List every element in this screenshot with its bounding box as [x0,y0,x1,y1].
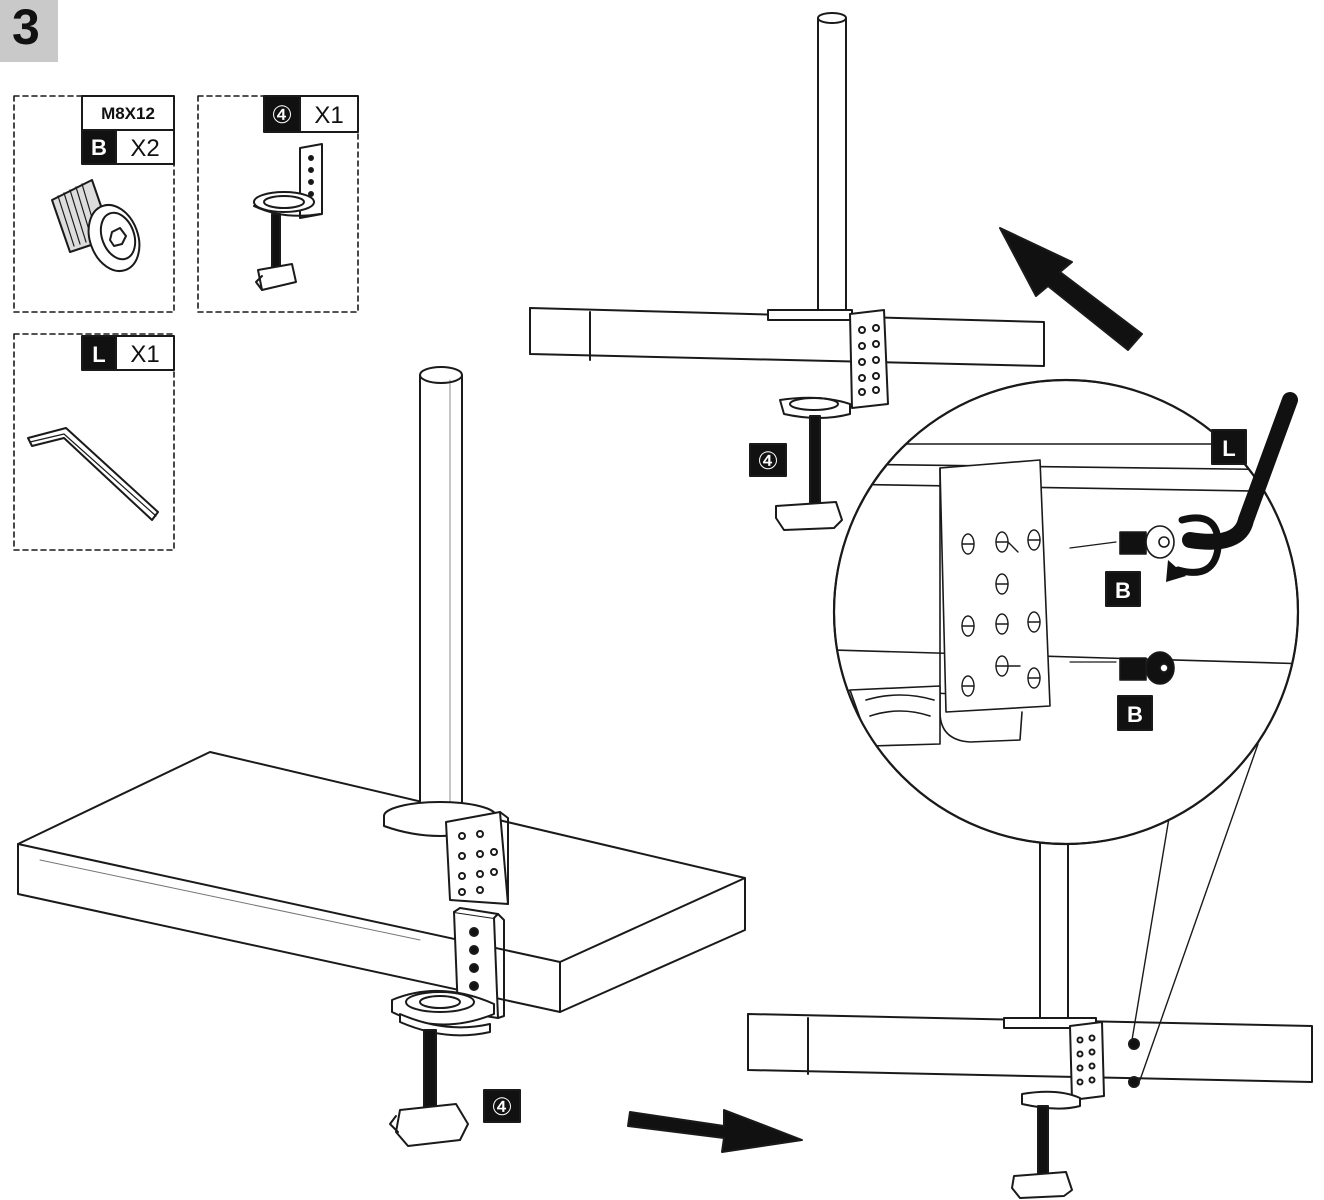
clamp-qty-label: X1 [314,102,343,129]
main-pole [419,366,463,817]
upper-screw-callout: B [1105,571,1141,607]
lower-screw-icon [1119,651,1175,685]
svg-text:B: B [1127,702,1143,727]
hex-key-qty-label: X1 [130,341,159,368]
main-desk-assembly [17,366,746,1147]
svg-text:④: ④ [491,1094,513,1121]
clamp-number-label: ④ [271,102,293,129]
svg-text:L: L [1222,436,1235,461]
clamp-callout-bottom: ④ [483,1089,521,1123]
parts-box-screw: M8X12 B X2 [13,95,175,313]
parts-box-hex-key: L X1 [13,333,175,551]
lower-screw-callout: B [1117,695,1153,731]
clamp-callout-top: ④ [749,443,787,477]
clamp-icon [253,143,323,291]
screw-icon [51,179,141,272]
screw-qty-label: X2 [130,135,159,162]
screw-letter-label: B [91,135,107,160]
hex-key-icon [27,427,159,521]
parts-box-clamp: ④ X1 [197,95,359,313]
detail-hex-key-icon [1182,392,1298,550]
bracket-holes [961,529,1041,697]
magnifier-leader-lines [1131,743,1259,1081]
svg-text:B: B [1115,578,1131,603]
lower-clamp-bracket [453,907,505,1019]
screw-spec-label: M8X12 [101,104,155,123]
top-desk-view [529,12,1045,531]
upper-bracket [445,811,509,905]
up-left-arrow [999,227,1143,351]
step-number: 3 [12,0,40,55]
hex-key-callout: L [1211,429,1247,465]
svg-text:④: ④ [757,448,779,475]
magnified-detail [832,378,1300,846]
hex-key-letter-label: L [92,342,105,367]
bottom-right-desk-view [747,839,1313,1199]
right-arrow [627,1109,803,1153]
step-badge: 3 [0,0,58,62]
upper-screw-icon [1119,525,1175,559]
